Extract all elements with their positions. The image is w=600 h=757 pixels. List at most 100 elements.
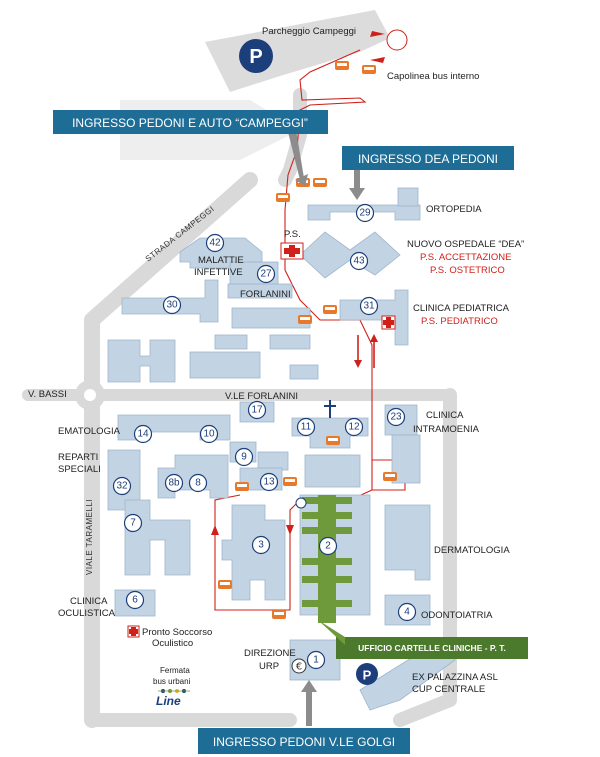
svg-text:12: 12 [348,422,360,433]
bus-icon [218,580,232,589]
bus-icon [313,178,327,187]
svg-text:UFFICIO CARTELLE CLINICHE - P: UFFICIO CARTELLE CLINICHE - P. T. [358,643,506,653]
svg-text:7: 7 [130,518,136,529]
label-clinica-pediatrica: CLINICA PEDIATRICA [413,303,510,314]
red-cross-icon [127,625,140,638]
num-31: 31 [359,296,379,316]
svg-text:30: 30 [166,300,178,311]
svg-text:43: 43 [353,256,365,267]
bus-icon [235,482,249,491]
route-arrow-top [370,31,385,37]
num-23: 23 [386,407,406,427]
label-direzione: DIREZIONE [244,648,296,659]
num-43: 43 [349,251,369,271]
parking-area [205,10,390,92]
label-ps-oculistico-2: Oculistico [152,638,193,649]
svg-text:42: 42 [209,238,221,249]
label-nuovo-ospedale: NUOVO OSPEDALE “DEA” [407,239,524,250]
num-10: 10 [199,424,219,444]
line-logo: Line [156,689,190,708]
num-30: 30 [162,295,182,315]
svg-text:Line: Line [156,694,181,708]
label-urp: URP [259,661,279,672]
label-ps-oculistico-1: Pronto Soccorso [142,627,212,638]
svg-text:8: 8 [195,478,201,489]
num-4: 4 [397,602,417,622]
building-block-b [189,351,261,379]
building-forlanini [227,283,293,299]
svg-text:6: 6 [132,595,138,606]
banner-campeggi: INGRESSO PEDONI E AUTO “CAMPEGGI” [53,110,328,134]
label-ps-pediatrico: P.S. PEDIATRICO [421,316,498,327]
svg-text:2: 2 [325,541,331,552]
road-v-bassi: V. BASSI [28,389,67,400]
label-clinica: CLINICA [426,410,464,421]
label-cup: CUP CENTRALE [412,684,485,695]
route-arrow-left [211,525,219,535]
svg-text:3: 3 [258,540,264,551]
num-13: 13 [259,472,279,492]
parking-icon-bottom: P [356,663,378,685]
label-ps: P.S. [284,229,301,240]
num-8: 8 [188,473,208,493]
svg-text:8b: 8b [168,478,180,489]
bus-icon [276,193,290,202]
svg-text:P: P [249,46,262,68]
svg-text:INGRESSO PEDONI E AUTO “CAMPEG: INGRESSO PEDONI E AUTO “CAMPEGGI” [72,116,308,130]
label-ps-accettazione: P.S. ACCETTAZIONE [420,252,512,263]
svg-text:29: 29 [359,208,371,219]
num-11: 11 [296,417,316,437]
building-31 [339,289,409,346]
label-intramoenia: INTRAMOENIA [413,424,480,435]
num-7: 7 [123,513,143,533]
label-forlanini: FORLANINI [240,289,291,300]
route-arrow-top2 [370,57,385,63]
label-clinica-oculistica-2: OCULISTICA [58,608,116,619]
building-center-right [304,454,361,488]
svg-text:€: € [296,662,302,673]
label-dermatologia: DERMATOLOGIA [434,545,510,556]
num-1: 1 [306,650,326,670]
label-fermata-1: Fermata [160,666,190,675]
svg-text:1: 1 [313,655,319,666]
arrow-icon [288,130,365,726]
parking-label: Parcheggio Campeggi [262,26,356,37]
num-14: 14 [133,424,153,444]
banner-ufficio: UFFICIO CARTELLE CLINICHE - P. T. [318,620,528,659]
num-17: 17 [247,400,267,420]
turnaround-circle [386,29,408,51]
label-malattie: MALATTIE [198,255,244,266]
num-8b: 8b [164,473,184,493]
building-number-circles: 42 27 30 29 43 31 17 11 12 23 14 10 9 32… [112,203,417,670]
building-29b [397,187,419,207]
building-block-e [289,364,319,380]
bus-icon [272,610,286,619]
bus-icon [326,436,340,445]
red-cross-icon [381,315,396,330]
banner-golgi: INGRESSO PEDONI V.LE GOLGI [198,728,410,754]
red-cross-icon [280,242,304,260]
bus-icon [335,61,349,70]
num-27: 27 [256,264,276,284]
svg-text:P: P [363,668,372,683]
num-42: 42 [205,233,225,253]
building-dermatologia [384,504,431,581]
label-infettive: INFETTIVE [194,267,243,278]
info-marker-icon [295,497,307,509]
svg-text:9: 9 [241,452,247,463]
bus-icon [362,65,376,74]
bus-icon [383,472,397,481]
building-block-a [107,339,176,383]
route-arrow-up [370,334,378,342]
bus-terminal-label: Capolinea bus interno [387,71,479,82]
label-ps-ostetrico: P.S. OSTETRICO [430,265,505,276]
svg-text:17: 17 [251,405,263,416]
label-odontoiatria: ODONTOIATRIA [421,610,493,621]
label-ematologia: EMATOLOGIA [58,426,121,437]
svg-text:23: 23 [390,412,402,423]
svg-text:27: 27 [260,269,272,280]
num-29: 29 [355,203,375,223]
label-reparti: REPARTI [58,452,98,463]
route-arrow-right [286,525,294,535]
